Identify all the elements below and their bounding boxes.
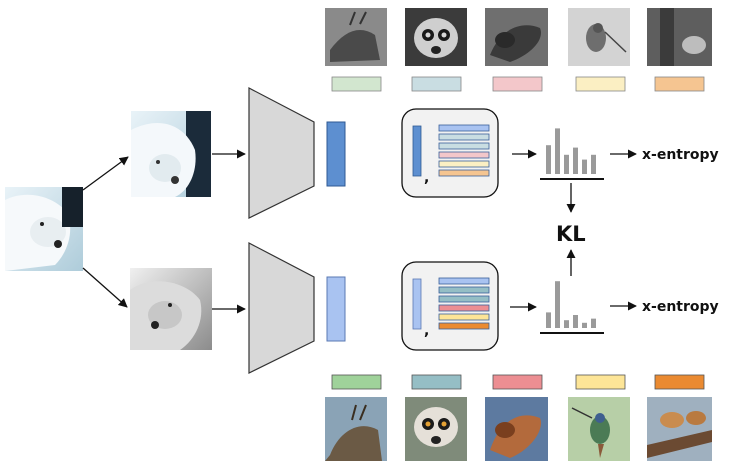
prototype-row xyxy=(438,277,490,285)
prototype-matrix-top xyxy=(438,124,490,177)
prototype-row xyxy=(438,304,490,312)
prototype-bar-top-1 xyxy=(331,76,382,92)
mountain-goat-photo-icon xyxy=(325,8,387,66)
prototype-images-bottom xyxy=(325,397,712,461)
embedding-top xyxy=(326,121,346,187)
augmented-view-1 xyxy=(131,111,211,197)
svg-text:,: , xyxy=(424,170,429,186)
histogram-bar xyxy=(546,312,551,328)
prototype-bar-bottom-5 xyxy=(654,374,705,390)
prototype-row xyxy=(438,286,490,294)
prototype-bar-bottom-1 xyxy=(331,374,382,390)
embedding-bottom xyxy=(326,276,346,342)
prototype-images-top xyxy=(325,8,712,66)
encoder-top-icon xyxy=(248,87,315,219)
histogram-bar xyxy=(555,281,560,328)
encoder-bottom-icon xyxy=(248,242,315,374)
prototype-panel-bottom: , xyxy=(401,261,499,351)
kl-label: KL xyxy=(556,222,586,246)
bat-color-photo-icon xyxy=(485,397,548,461)
histogram-top xyxy=(540,128,604,180)
prototype-row xyxy=(438,160,490,168)
prototype-row xyxy=(438,124,490,132)
prototype-bar-top-2 xyxy=(411,76,462,92)
prototype-bar-bottom-2 xyxy=(411,374,462,390)
augmented-view-2 xyxy=(130,268,212,350)
histogram-bar xyxy=(564,320,569,328)
arrow-input-to-view2 xyxy=(82,267,128,308)
histogram-bottom xyxy=(540,281,604,334)
prototype-bar-top-5 xyxy=(654,76,705,92)
prototype-bar-bottom-4 xyxy=(575,374,626,390)
prototype-row xyxy=(438,313,490,321)
prototype-row xyxy=(438,322,490,330)
prototype-bars-bottom xyxy=(331,374,705,390)
mountain-goat-color-photo-icon xyxy=(325,397,387,461)
prototype-row xyxy=(438,151,490,159)
histogram-bar xyxy=(546,145,551,174)
bat-photo-icon xyxy=(485,8,548,66)
mongoose-photo-icon xyxy=(647,8,712,66)
prototype-row xyxy=(438,295,490,303)
histogram-bar xyxy=(582,322,587,328)
prototype-bar-top-3 xyxy=(492,76,543,92)
lemur-photo-icon xyxy=(405,8,467,66)
input-image xyxy=(5,187,83,271)
svg-text:,: , xyxy=(424,323,429,339)
prototype-row xyxy=(438,142,490,150)
panel-embedding-bottom xyxy=(412,278,422,330)
histogram-bar xyxy=(582,159,587,174)
prototype-row xyxy=(438,169,490,177)
prototype-bar-bottom-3 xyxy=(492,374,543,390)
prototype-row xyxy=(438,133,490,141)
xentropy-bottom-label: x-entropy xyxy=(642,299,719,315)
histogram-bar xyxy=(573,147,578,174)
histogram-bar xyxy=(555,128,560,174)
prototype-panel-top: , xyxy=(401,108,499,198)
prototype-bars-top xyxy=(331,76,705,92)
histogram-bar xyxy=(573,315,578,328)
prototype-bar-top-4 xyxy=(575,76,626,92)
mongoose-color-photo-icon xyxy=(647,397,712,461)
lemur-color-photo-icon xyxy=(405,397,467,461)
hummingbird-photo-icon xyxy=(568,8,630,66)
xentropy-top-label: x-entropy xyxy=(642,147,719,163)
histogram-bar xyxy=(591,154,596,174)
panel-embedding-top xyxy=(412,125,422,177)
prototype-matrix-bottom xyxy=(438,277,490,330)
histogram-bar xyxy=(591,318,596,328)
arrow-input-to-view1 xyxy=(82,156,129,191)
hummingbird-color-photo-icon xyxy=(568,397,630,461)
histogram-bar xyxy=(564,154,569,174)
